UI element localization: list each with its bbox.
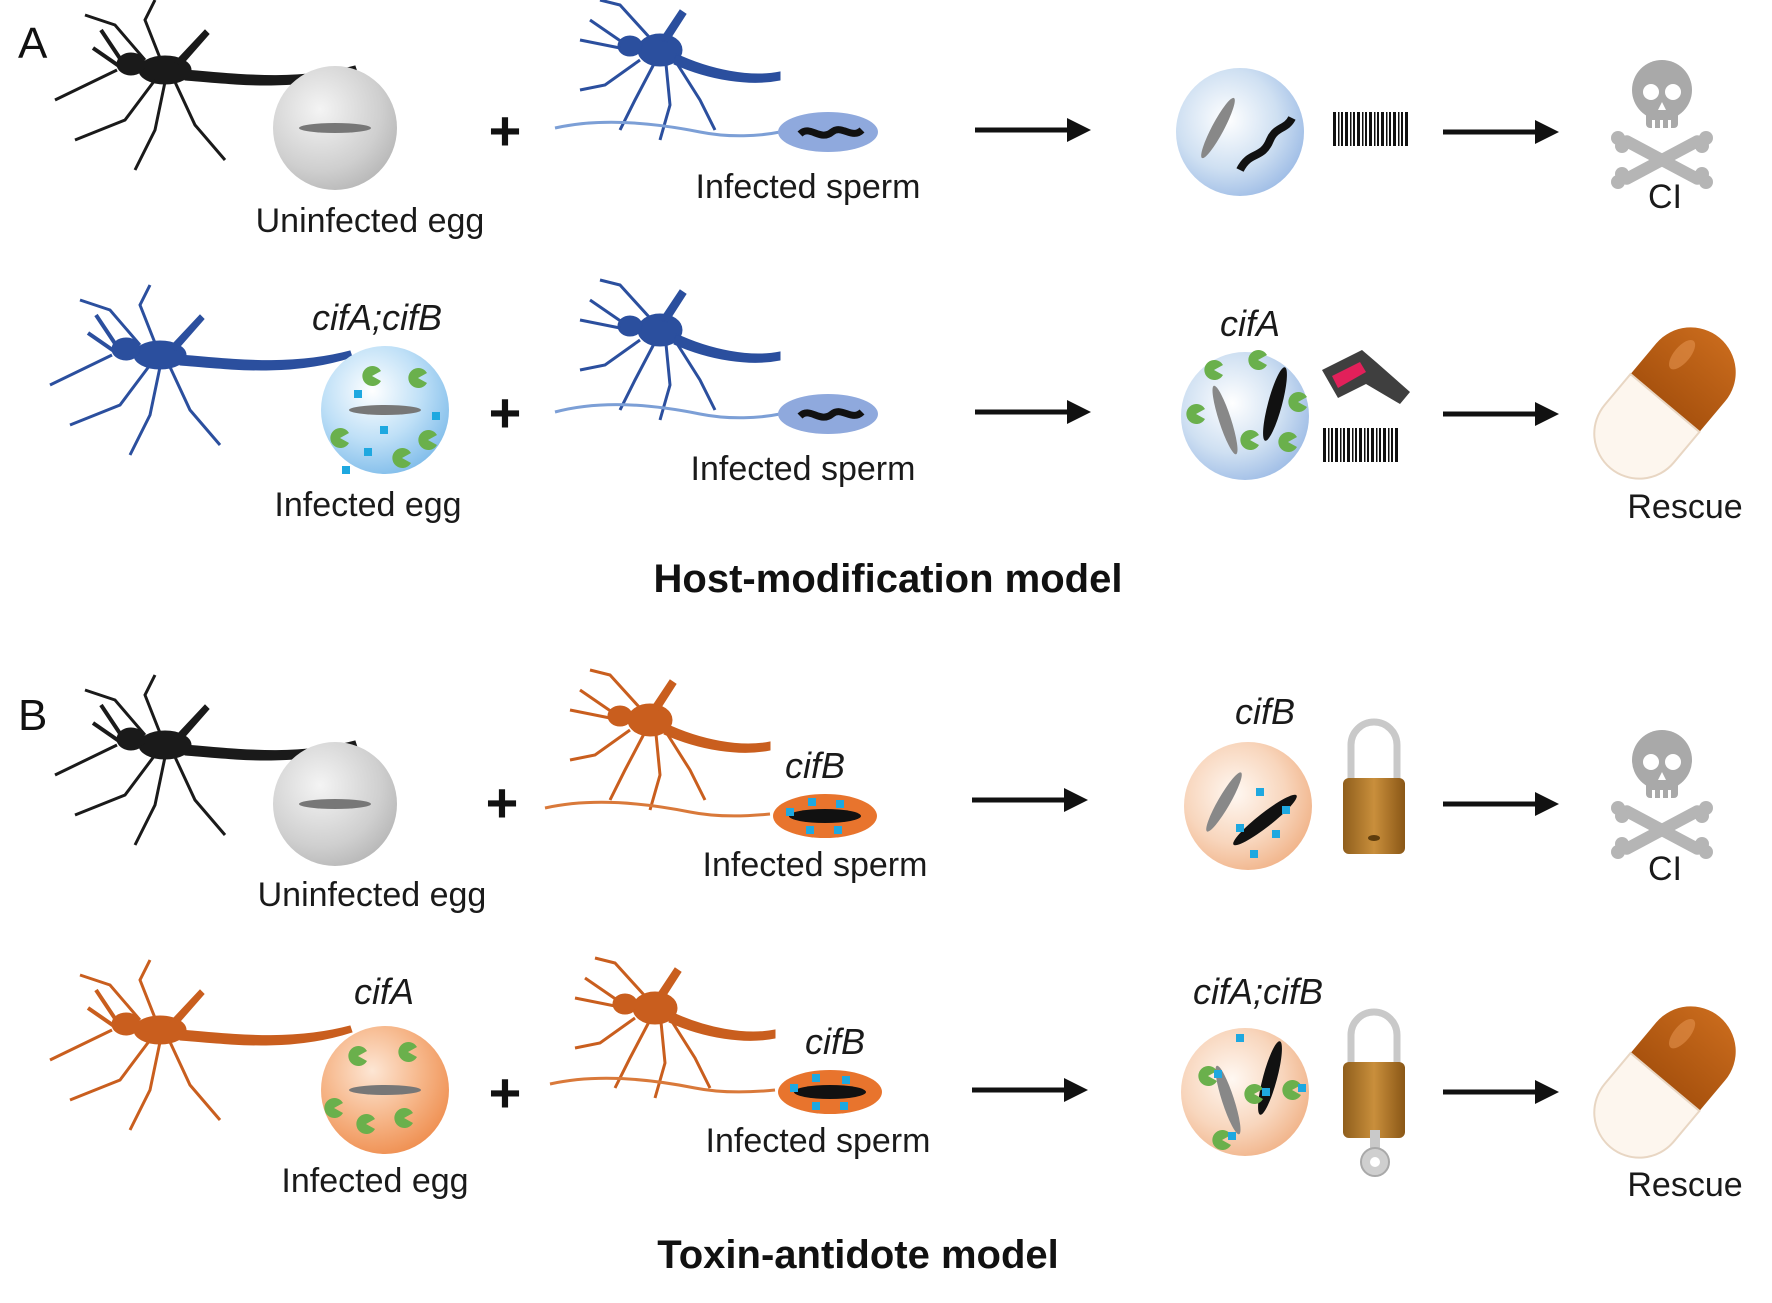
infected-male-mosquito-icon — [578, 0, 782, 142]
panel-b-letter: B — [18, 691, 47, 740]
sperm-chromosome-icon — [797, 408, 865, 421]
toxin-icon — [1236, 824, 1244, 832]
barcode-scanner-icon — [1322, 350, 1410, 404]
modified-chromosome-icon — [1236, 115, 1296, 173]
zygote-gene-label: cifA;cifB — [1193, 971, 1323, 1012]
sperm-chromosome-icon — [797, 126, 865, 139]
toxin-icon — [1272, 830, 1280, 838]
outcome-label: CI — [1648, 178, 1682, 216]
toxin-icon — [790, 1084, 798, 1092]
barcode-icon — [1323, 428, 1398, 462]
toxin-icon — [1236, 1034, 1244, 1042]
zygote — [1184, 742, 1312, 870]
zygote-chromosome-icon — [1215, 1065, 1241, 1135]
toxin-icon — [432, 412, 440, 420]
arrow-icon — [1443, 120, 1559, 144]
toxin-icon — [786, 808, 794, 816]
plus-sign: + — [489, 1061, 522, 1124]
toxin-icon — [808, 798, 816, 806]
toxin-icon — [342, 466, 350, 474]
toxin-icon — [840, 1102, 848, 1110]
egg-gene-label: cifA — [354, 971, 414, 1012]
barcode-icon — [1333, 112, 1408, 146]
sperm-tail — [554, 120, 781, 138]
infected-sperm-label: Infected sperm — [691, 450, 916, 488]
capsule-icon — [1574, 307, 1756, 499]
skull-crossbones-icon — [1611, 60, 1713, 189]
toxin-icon — [1282, 806, 1290, 814]
key-icon — [1360, 1147, 1390, 1177]
arrow-icon — [1443, 1080, 1559, 1104]
toxin-icon — [842, 1076, 850, 1084]
infected-female-mosquito-icon — [48, 958, 354, 1132]
egg-gene-label: cifA;cifB — [312, 297, 442, 338]
infected-sperm-label: Infected sperm — [696, 168, 921, 206]
plus-sign: + — [489, 99, 522, 162]
plus-sign: + — [486, 771, 519, 834]
toxin-icon — [364, 448, 372, 456]
sperm-tail — [544, 800, 771, 818]
outcome-label: CI — [1648, 850, 1682, 888]
egg-chromosome-icon — [299, 123, 371, 133]
restored-chromosome-icon — [1258, 1041, 1282, 1115]
sperm-tail — [549, 1076, 776, 1094]
toxin-icon — [812, 1102, 820, 1110]
infected-male-mosquito-icon — [568, 668, 772, 812]
toxin-icon — [1214, 1070, 1222, 1078]
zygote-chromosome-icon — [1201, 97, 1235, 159]
egg-chromosome-icon — [349, 1085, 421, 1095]
arrow-icon — [975, 118, 1091, 142]
toxin-icon — [354, 390, 362, 398]
infected-female-mosquito-icon — [48, 283, 354, 457]
arrow-icon — [972, 1078, 1088, 1102]
sperm-gene-label: cifB — [785, 745, 845, 786]
uninfected-egg-label: Uninfected egg — [258, 876, 487, 914]
skull-crossbones-icon — [1611, 730, 1713, 859]
infected-male-mosquito-icon — [578, 278, 782, 422]
outcome-label: Rescue — [1627, 488, 1742, 526]
arrow-icon — [1443, 402, 1559, 426]
toxin-icon — [1298, 1084, 1306, 1092]
infected-egg-label: Infected egg — [274, 486, 461, 524]
plus-sign: + — [489, 381, 522, 444]
arrow-icon — [1443, 792, 1559, 816]
toxin-icon — [836, 800, 844, 808]
panel-a-title: Host-modification model — [654, 557, 1123, 601]
restored-chromosome-icon — [1263, 367, 1287, 441]
toxin-icon — [1250, 850, 1258, 858]
zygote-chromosome-icon — [1212, 385, 1238, 455]
outcome-label: Rescue — [1627, 1166, 1742, 1204]
unlocked-lock-icon — [1343, 1008, 1405, 1148]
arrow-icon — [975, 400, 1091, 424]
toxin-icon — [812, 1074, 820, 1082]
sperm-chromosome-icon — [794, 1085, 866, 1099]
toxin-icon — [1256, 788, 1264, 796]
sperm-tail — [554, 403, 781, 420]
zygote-chromosome-icon — [1206, 772, 1242, 832]
zygote — [1181, 352, 1309, 480]
egg-chromosome-icon — [349, 405, 421, 415]
modified-chromosome-icon — [1233, 794, 1297, 846]
capsule-icon — [1574, 986, 1756, 1178]
zygote-gene-label: cifB — [1235, 691, 1295, 732]
uninfected-egg-label: Uninfected egg — [256, 202, 485, 240]
toxin-icon — [380, 426, 388, 434]
zygote-gene-label: cifA — [1220, 303, 1280, 344]
infected-egg-label: Infected egg — [281, 1162, 468, 1200]
infected-sperm-label: Infected sperm — [706, 1122, 931, 1160]
panel-b-title: Toxin-antidote model — [657, 1233, 1058, 1277]
zygote — [1176, 68, 1304, 196]
toxin-icon — [834, 826, 842, 834]
sperm-gene-label: cifB — [805, 1021, 865, 1062]
toxin-icon — [1262, 1088, 1270, 1096]
infected-sperm-label: Infected sperm — [703, 846, 928, 884]
closed-lock-icon — [1343, 718, 1405, 854]
sperm-chromosome-icon — [789, 809, 861, 823]
egg-chromosome-icon — [299, 799, 371, 809]
arrow-icon — [972, 788, 1088, 812]
toxin-icon — [806, 826, 814, 834]
toxin-icon — [1228, 1132, 1236, 1140]
panel-a-letter: A — [18, 19, 48, 68]
